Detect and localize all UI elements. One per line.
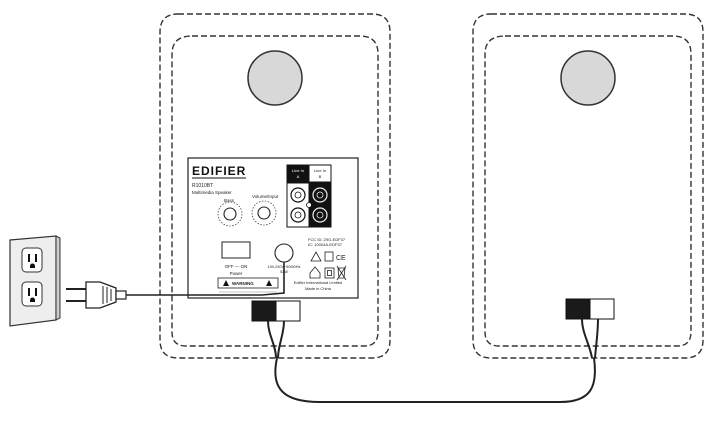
volume-knob — [257, 206, 271, 220]
certification-mark-double-square-inner — [327, 270, 332, 276]
power-inlet — [274, 243, 294, 263]
made-in-label: Made in China — [305, 286, 332, 291]
certification-mark-ce: CE — [336, 255, 346, 262]
power-switch — [221, 241, 251, 259]
power-cord — [126, 262, 285, 296]
outlet-slot-bottom-right — [35, 288, 37, 296]
speaker-cable — [267, 318, 599, 403]
warning-triangle-icon — [223, 280, 229, 286]
line-in-b-header — [308, 164, 332, 183]
model-label: R1010BT — [192, 183, 213, 189]
certification-mark-double-square — [324, 267, 335, 279]
plug-strain-relief — [115, 290, 127, 300]
left-terminal-white — [275, 300, 301, 322]
outlet-ground-bottom — [30, 297, 35, 302]
company-name: Edifier International Limited — [294, 280, 342, 285]
plug-body — [85, 281, 117, 309]
outlet-slot-top-right — [35, 254, 37, 262]
bass-label: Bass — [224, 198, 235, 203]
product-subtitle: Multimedia Speaker — [192, 190, 232, 195]
left-speaker-outer-outline — [159, 13, 391, 359]
certification-mark-triangle — [310, 251, 322, 262]
rca-jack-b-right-core — [316, 211, 324, 219]
rca-jack-a-left-core — [294, 191, 302, 199]
line-in-b-letter: B — [319, 174, 322, 179]
outlet-slot-bottom-left — [28, 288, 30, 296]
outlet-receptacle-top — [21, 247, 43, 273]
left-speaker — [159, 13, 391, 359]
left-terminal-black — [251, 300, 277, 322]
speaker-cable-right-drop — [581, 318, 599, 359]
bass-knob-scale — [217, 201, 243, 227]
right-speaker-terminal — [565, 298, 615, 320]
power-plug — [66, 281, 127, 309]
bass-knob — [223, 207, 237, 221]
volume-label: Volume/Input — [252, 194, 279, 199]
weee-bin-icon — [336, 265, 347, 281]
right-speaker — [472, 13, 704, 359]
brand-logo: EDIFIER — [192, 164, 246, 178]
certification-mark-home — [309, 266, 321, 279]
ic-id: IC: 10004A-EDF37 — [308, 242, 343, 247]
outlet-ground-top — [30, 263, 35, 268]
rear-panel-plate — [187, 157, 359, 299]
warning-box — [217, 277, 279, 289]
power-switch-label: OFF — ON — [225, 264, 248, 269]
wall-plate-side — [55, 235, 61, 321]
right-terminal-black — [565, 298, 591, 320]
left-tweeter — [247, 50, 303, 106]
right-speaker-outer-outline — [472, 13, 704, 359]
right-terminal-white — [589, 298, 615, 320]
rca-jack-b-left-core — [316, 191, 324, 199]
left-speaker-inner-outline — [171, 35, 379, 347]
right-speaker-inner-outline — [484, 35, 692, 347]
fcc-id: FCC ID: Z9G-EDF37 — [308, 237, 346, 242]
line-in-a-letter: A — [297, 174, 300, 179]
outlet-slot-top-left — [28, 254, 30, 262]
line-in-a-label: Line In — [292, 168, 304, 173]
left-speaker-terminal — [251, 300, 301, 322]
rca-jack-a-right-core — [294, 211, 302, 219]
right-tweeter — [560, 50, 616, 106]
speaker-cable-left-drop — [267, 320, 285, 359]
certification-mark-square — [324, 251, 334, 262]
line-in-b-label: Line In — [314, 168, 326, 173]
speaker-cable-run — [274, 357, 596, 403]
jack-separator-dot — [306, 202, 312, 208]
volume-knob-scale — [251, 200, 277, 226]
warning-label: WARNING — [232, 281, 254, 286]
wall-outlet — [9, 235, 61, 327]
power-label: Power — [230, 271, 243, 276]
warning-triangle-icon-right — [266, 280, 272, 286]
outlet-receptacle-bottom — [21, 281, 43, 307]
rear-panel: EDIFIER R1010BT Multimedia Speaker Bass … — [187, 157, 359, 299]
plug-grip-lines — [102, 286, 112, 304]
